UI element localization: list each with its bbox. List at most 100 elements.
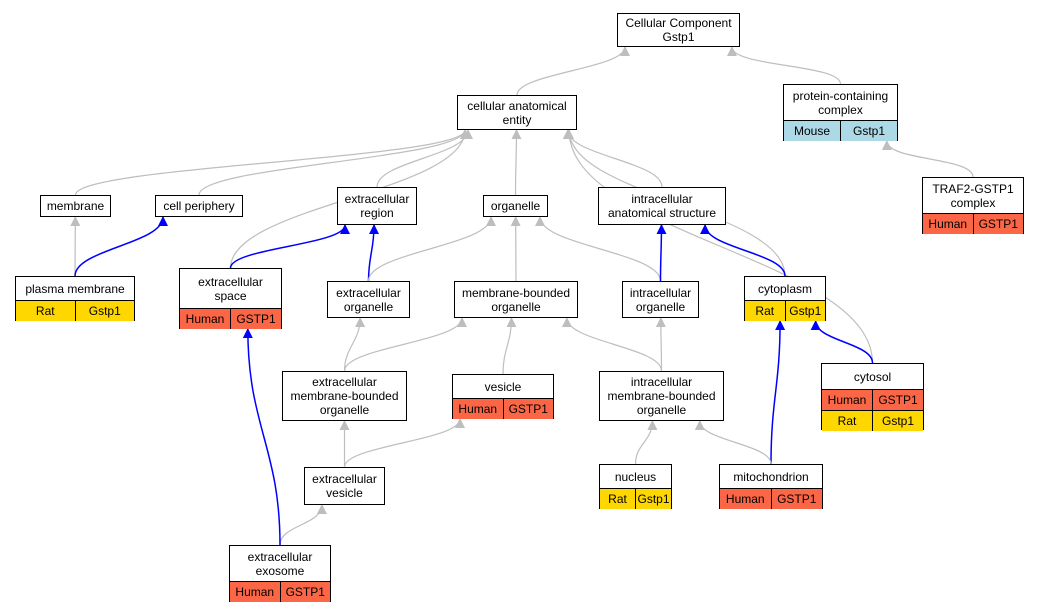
gene-cell: Gstp1 (635, 489, 671, 509)
node-label-line: organelle (636, 403, 687, 417)
node-label-line: extracellular (247, 549, 313, 564)
node-label-line: cellular anatomical (467, 98, 567, 113)
edge-cellular-anatomical-entity-to-cellular-component-gstp1 (516, 46, 630, 96)
node-label-line: plasma membrane (25, 281, 125, 296)
node-cell-periphery[interactable]: cell periphery (155, 195, 243, 217)
node-label-line: organelle (343, 299, 394, 314)
node-label-line: mitochondrion (733, 469, 809, 484)
node-label-line: organelle (635, 299, 686, 314)
node-label-line: cell periphery (163, 199, 235, 213)
edge-traf2-gstp1-complex-to-protein-containing-complex (881, 140, 974, 178)
gene-cell: Gstp1 (784, 301, 825, 321)
edge-extracellular-exosome-to-extracellular-vesicle (279, 504, 327, 546)
species-cell: Human (822, 390, 872, 410)
edge-intracellular-anatomical-structure-to-cellular-anatomical-entity (562, 129, 663, 188)
edge-mitochondrion-to-cytoplasm (770, 320, 786, 465)
edge-extracellular-space-to-extracellular-region (229, 224, 350, 269)
gene-cell: GSTP1 (502, 399, 553, 419)
gene-cell: Gstp1 (840, 121, 897, 141)
node-label-line: extracellular (198, 274, 263, 289)
species-cell: Human (180, 309, 230, 329)
edge-intracellular-organelle-to-intracellular-anatomical-structure (656, 224, 667, 282)
edge-extracellular-exosome-to-extracellular-space (242, 328, 281, 546)
node-label-line: entity (502, 112, 532, 127)
node-label-line: protein-containing (792, 88, 889, 103)
edge-nucleus-to-intracellular-membrane-bounded-organelle (634, 420, 658, 465)
edge-protein-containing-complex-to-cellular-component-gstp1 (727, 46, 842, 85)
species-cell: Rat (745, 301, 785, 321)
node-label-line: space (214, 288, 247, 303)
node-label-line: extracellular (336, 285, 401, 300)
node-label: organelle (484, 196, 547, 216)
edge-extracellular-region-to-cellular-anatomical-entity (376, 129, 473, 188)
node-label-line: Gstp1 (662, 30, 695, 44)
node-label-line: membrane (46, 199, 105, 213)
edge-mitochondrion-to-intracellular-membrane-bounded-organelle (694, 420, 772, 465)
node-label: cell periphery (156, 196, 242, 216)
gene-cell: GSTP1 (872, 390, 923, 410)
node-label: cytoplasm (745, 277, 825, 300)
node-label-line: organelle (491, 299, 541, 314)
gene-cell: GSTP1 (972, 214, 1023, 234)
node-membrane[interactable]: membrane (40, 195, 111, 217)
edge-extracellular-organelle-to-extracellular-region (367, 224, 380, 282)
node-label-line: vesicle (484, 379, 522, 394)
species-cell: Human (230, 582, 280, 602)
node-label-line: TRAF2-GSTP1 (932, 181, 1014, 196)
species-cell: Human (453, 399, 503, 419)
species-cell: Human (923, 214, 973, 234)
node-label-line: organelle (319, 403, 370, 417)
node-label: vesicle (453, 375, 553, 398)
edge-plasma-membrane-to-cell-periphery (74, 216, 168, 277)
node-label-line: complex (950, 195, 996, 210)
node-label: cytosol (822, 364, 923, 389)
species-cell: Rat (16, 301, 75, 321)
node-label: plasma membrane (16, 277, 134, 300)
edge-intracellular-membrane-bounded-organelle-to-membrane-bounded-organelle (561, 317, 663, 372)
node-label-line: vesicle (326, 486, 363, 500)
node-label-line: extracellular (312, 375, 377, 389)
gene-cell: Gstp1 (74, 301, 134, 321)
edge-cell-periphery-to-cellular-anatomical-entity (198, 129, 470, 196)
node-label-line: membrane-bounded (607, 389, 716, 403)
edge-intracellular-membrane-bounded-organelle-to-intracellular-organelle (655, 317, 666, 372)
species-cell: Rat (822, 411, 872, 431)
node-organelle[interactable]: organelle (483, 195, 548, 217)
edge-extracellular-membrane-bounded-organelle-to-membrane-bounded-organelle (343, 317, 467, 372)
